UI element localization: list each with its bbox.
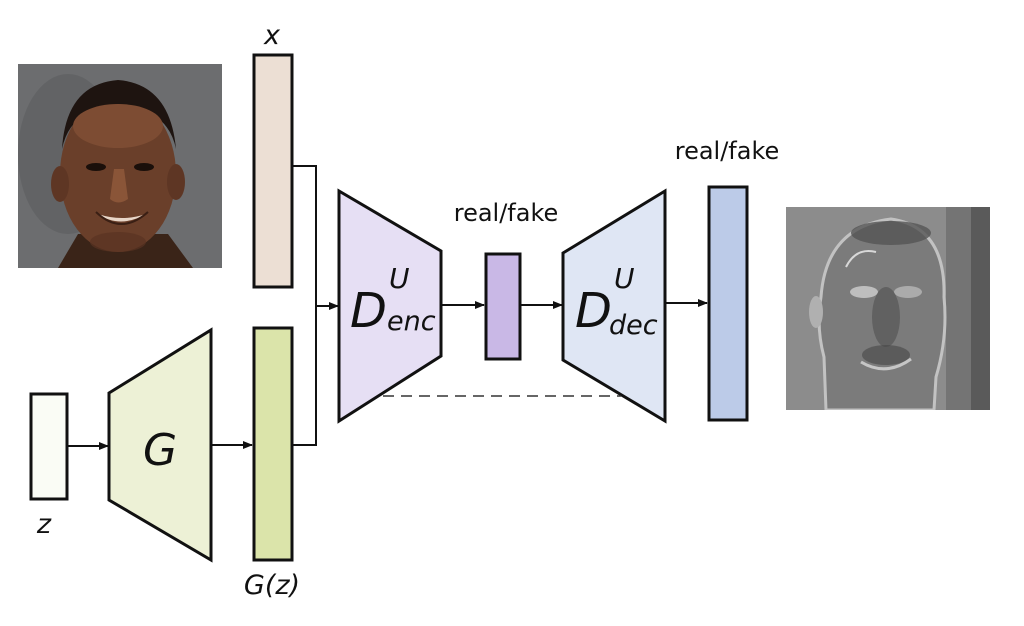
latent-z-block	[29, 392, 69, 501]
decoder-label-sup: U	[614, 262, 635, 295]
x-label: x	[263, 20, 281, 51]
encoder-label-base: D	[350, 283, 387, 339]
encoder-label-sub: enc	[387, 306, 436, 337]
decision-map-graphic	[786, 207, 990, 410]
input-face-photo	[18, 64, 222, 268]
output-real-fake-label: real/fake	[675, 137, 780, 165]
generator-block	[107, 327, 213, 563]
bottleneck-real-fake-label: real/fake	[454, 199, 559, 227]
output-decision-map	[786, 207, 990, 410]
z-label: z	[36, 509, 52, 540]
decoder-block	[561, 188, 667, 424]
encoder-label: D U enc	[350, 262, 436, 339]
encoder-label-sup: U	[389, 262, 410, 295]
real-image-block	[252, 53, 294, 289]
decoder-label-sub: dec	[609, 310, 658, 341]
decoder-label-base: D	[575, 283, 612, 339]
input-merge-connector	[292, 165, 317, 446]
bottleneck-output-block	[484, 252, 522, 361]
generated-image-block	[252, 326, 294, 562]
face-photo-graphic	[18, 64, 222, 268]
encoder-block	[337, 188, 443, 424]
generator-label: G	[143, 425, 177, 476]
per-pixel-output-block	[707, 185, 749, 422]
decoder-label: D U dec	[575, 262, 658, 341]
gz-label: G(z)	[244, 570, 300, 601]
